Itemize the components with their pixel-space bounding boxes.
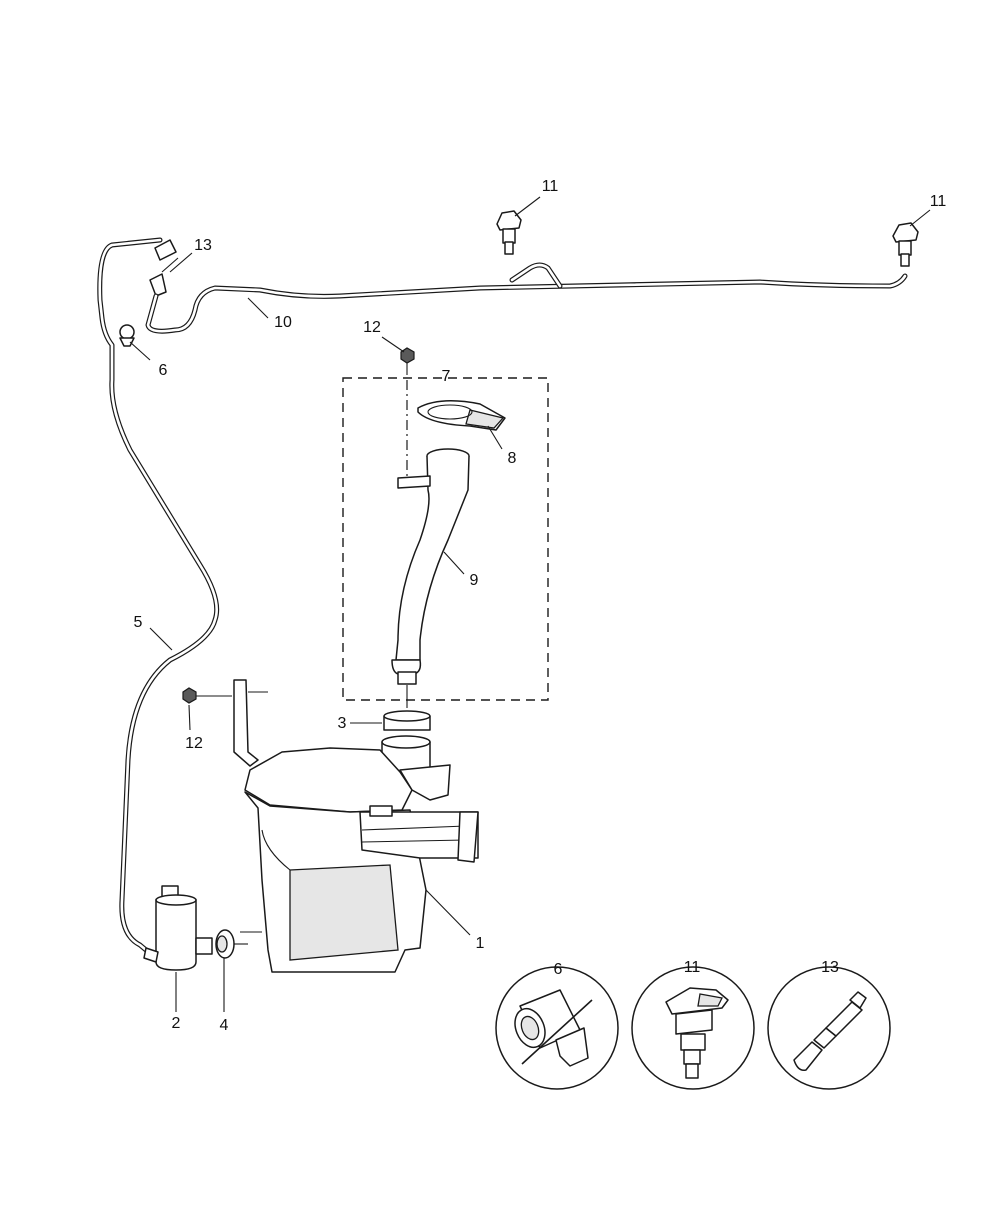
washer-reservoir-1 xyxy=(233,679,479,973)
callout-5: 5 xyxy=(134,614,143,631)
grommet-3 xyxy=(383,685,431,731)
callout-10: 10 xyxy=(274,314,292,331)
detail-label-13: 13 xyxy=(821,959,839,976)
leader-lines xyxy=(129,196,931,1012)
detail-11 xyxy=(631,966,755,1090)
callout-3: 3 xyxy=(338,715,347,732)
hose-clip-6 xyxy=(119,324,135,347)
callout-4: 4 xyxy=(220,1017,229,1034)
hose-10 xyxy=(145,262,908,334)
callout-11-right: 11 xyxy=(930,193,947,210)
callout-7: 7 xyxy=(442,368,451,385)
callout-11-left: 11 xyxy=(542,178,559,195)
grommet-4 xyxy=(215,929,248,959)
callout-1: 1 xyxy=(476,935,485,952)
connector-13 xyxy=(149,239,179,297)
callout-9: 9 xyxy=(470,572,479,589)
washer-jet-right xyxy=(892,222,919,267)
bolt-12-left xyxy=(182,687,232,704)
callout-12-left: 12 xyxy=(185,735,203,752)
filler-neck-9 xyxy=(391,448,470,685)
hose-5 xyxy=(97,237,220,958)
detail-label-11: 11 xyxy=(684,959,701,976)
filler-cap-8 xyxy=(417,400,506,431)
detail-label-6: 6 xyxy=(554,961,563,978)
washer-jet-left xyxy=(496,210,522,255)
bolt-12-top xyxy=(400,347,415,480)
detail-13 xyxy=(767,966,891,1090)
filler-assembly-box-7 xyxy=(342,377,549,701)
callout-12-top: 12 xyxy=(363,319,381,336)
callout-6: 6 xyxy=(159,362,168,379)
callout-2: 2 xyxy=(172,1015,181,1032)
callout-8: 8 xyxy=(508,450,517,467)
washer-pump-2 xyxy=(143,885,213,971)
detail-6 xyxy=(495,966,619,1090)
callout-13: 13 xyxy=(194,237,212,254)
